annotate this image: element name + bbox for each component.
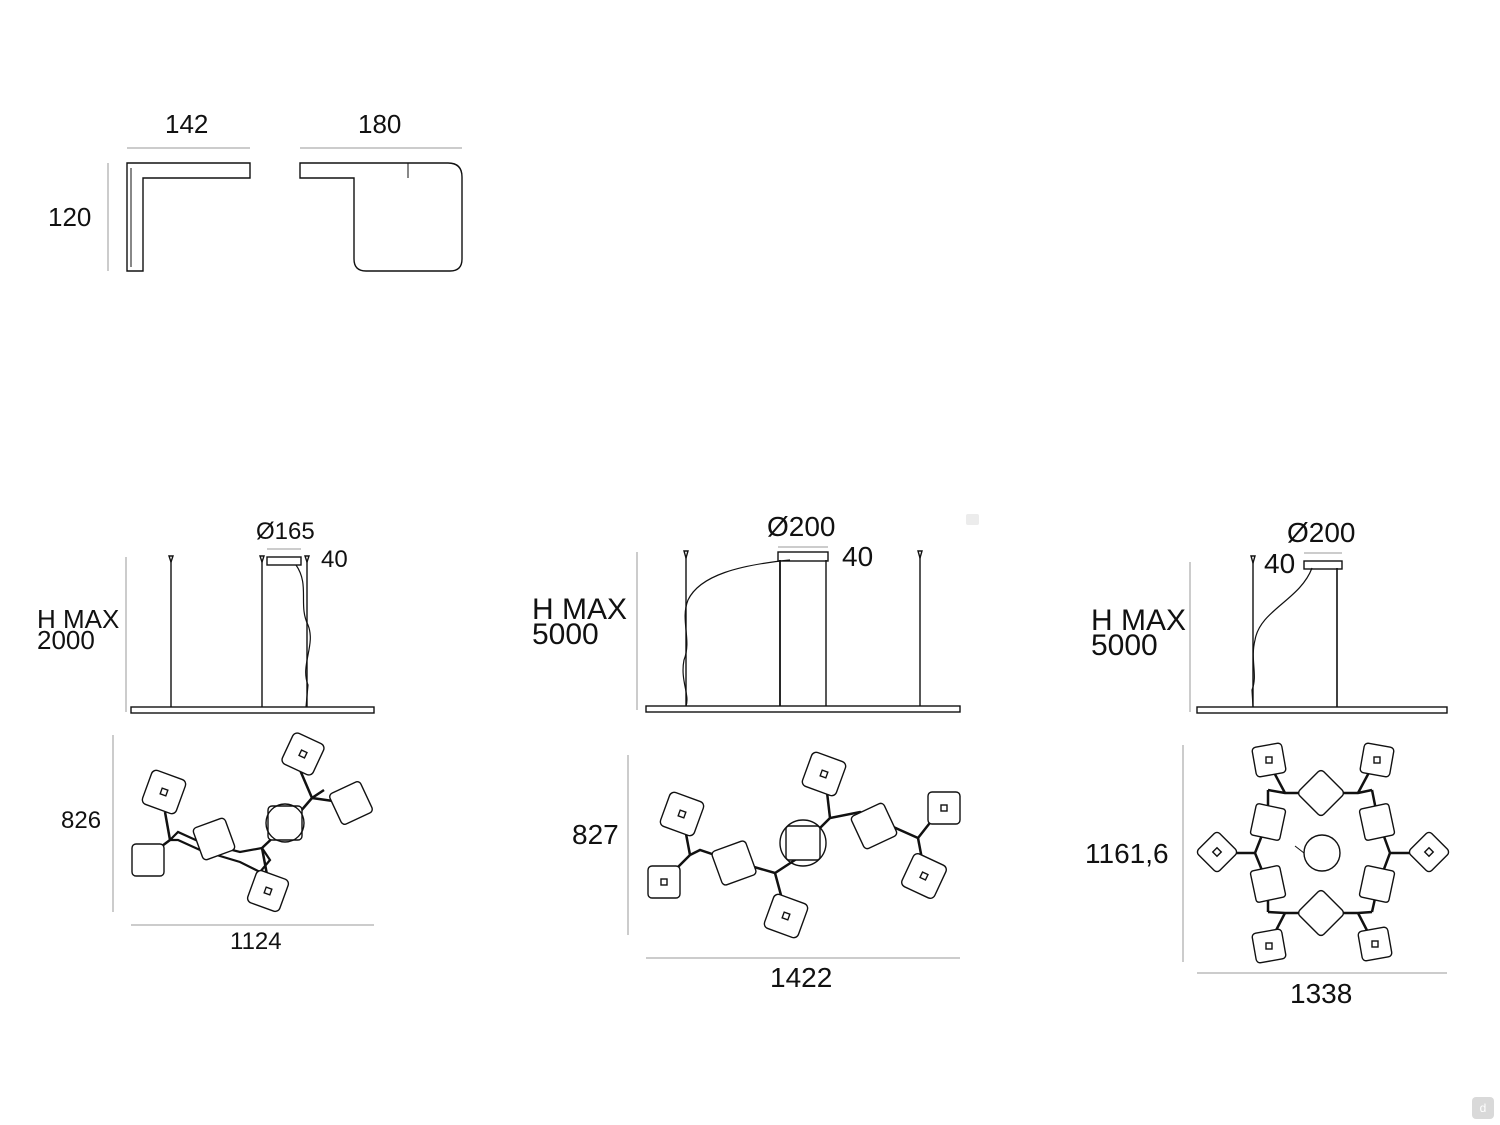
model-3-hmax-value: 5000 [1091,628,1158,662]
model-1-hmax-value: 2000 [37,625,95,656]
profile-large-section [299,162,463,272]
model-3-width-label: 1338 [1290,978,1353,1009]
profile-small-section [126,162,251,272]
model-3-diameter-label: Ø200 [1287,517,1356,548]
model-2-diameter-label: Ø200 [767,511,836,542]
model-1-plan [131,732,373,913]
model-2-elevation [645,550,961,713]
model-1-hmax-label: H MAX 2000 [37,604,120,656]
model-1-hmax-title: H MAX [37,604,120,634]
profile-height-label: 120 [48,202,92,232]
model-2-depth-label: 827 [572,819,619,850]
watermark-badge: d [1472,1097,1494,1119]
watermark-letter: d [1479,1101,1487,1115]
model-3-dimension-lines [1182,552,1447,974]
model-3-plan [1196,742,1450,964]
model-2-hmax-value: 5000 [532,617,599,651]
faint-marker [966,514,979,525]
model-2-dimension-lines [627,546,960,959]
profile-large-width-label: 180 [358,109,402,139]
model-1-dimension-lines [112,548,374,926]
model-3-elevation [1196,555,1448,714]
model-2-rose-height-label: 40 [842,541,874,572]
model-1-width-label: 1124 [230,928,282,955]
model-3-depth-label: 1161,6 [1085,838,1169,869]
model-3-hmax-title: H MAX [1091,604,1187,637]
model-2-plan [647,751,961,939]
model-2-hmax-label: H MAX 5000 [532,593,628,651]
model-3-hmax-label: H MAX 5000 [1091,604,1187,662]
model-1-depth-label: 826 [61,807,102,834]
model-1-elevation [130,555,375,714]
model-3-rose-height-label: 40 [1264,548,1296,579]
model-1-rose-height-label: 40 [321,546,348,573]
model-1-diameter-label: Ø165 [256,518,315,545]
profile-dimension-lines [107,147,462,271]
model-2-hmax-title: H MAX [532,593,628,626]
model-2-width-label: 1422 [770,962,833,993]
profile-small-width-label: 142 [165,109,209,139]
